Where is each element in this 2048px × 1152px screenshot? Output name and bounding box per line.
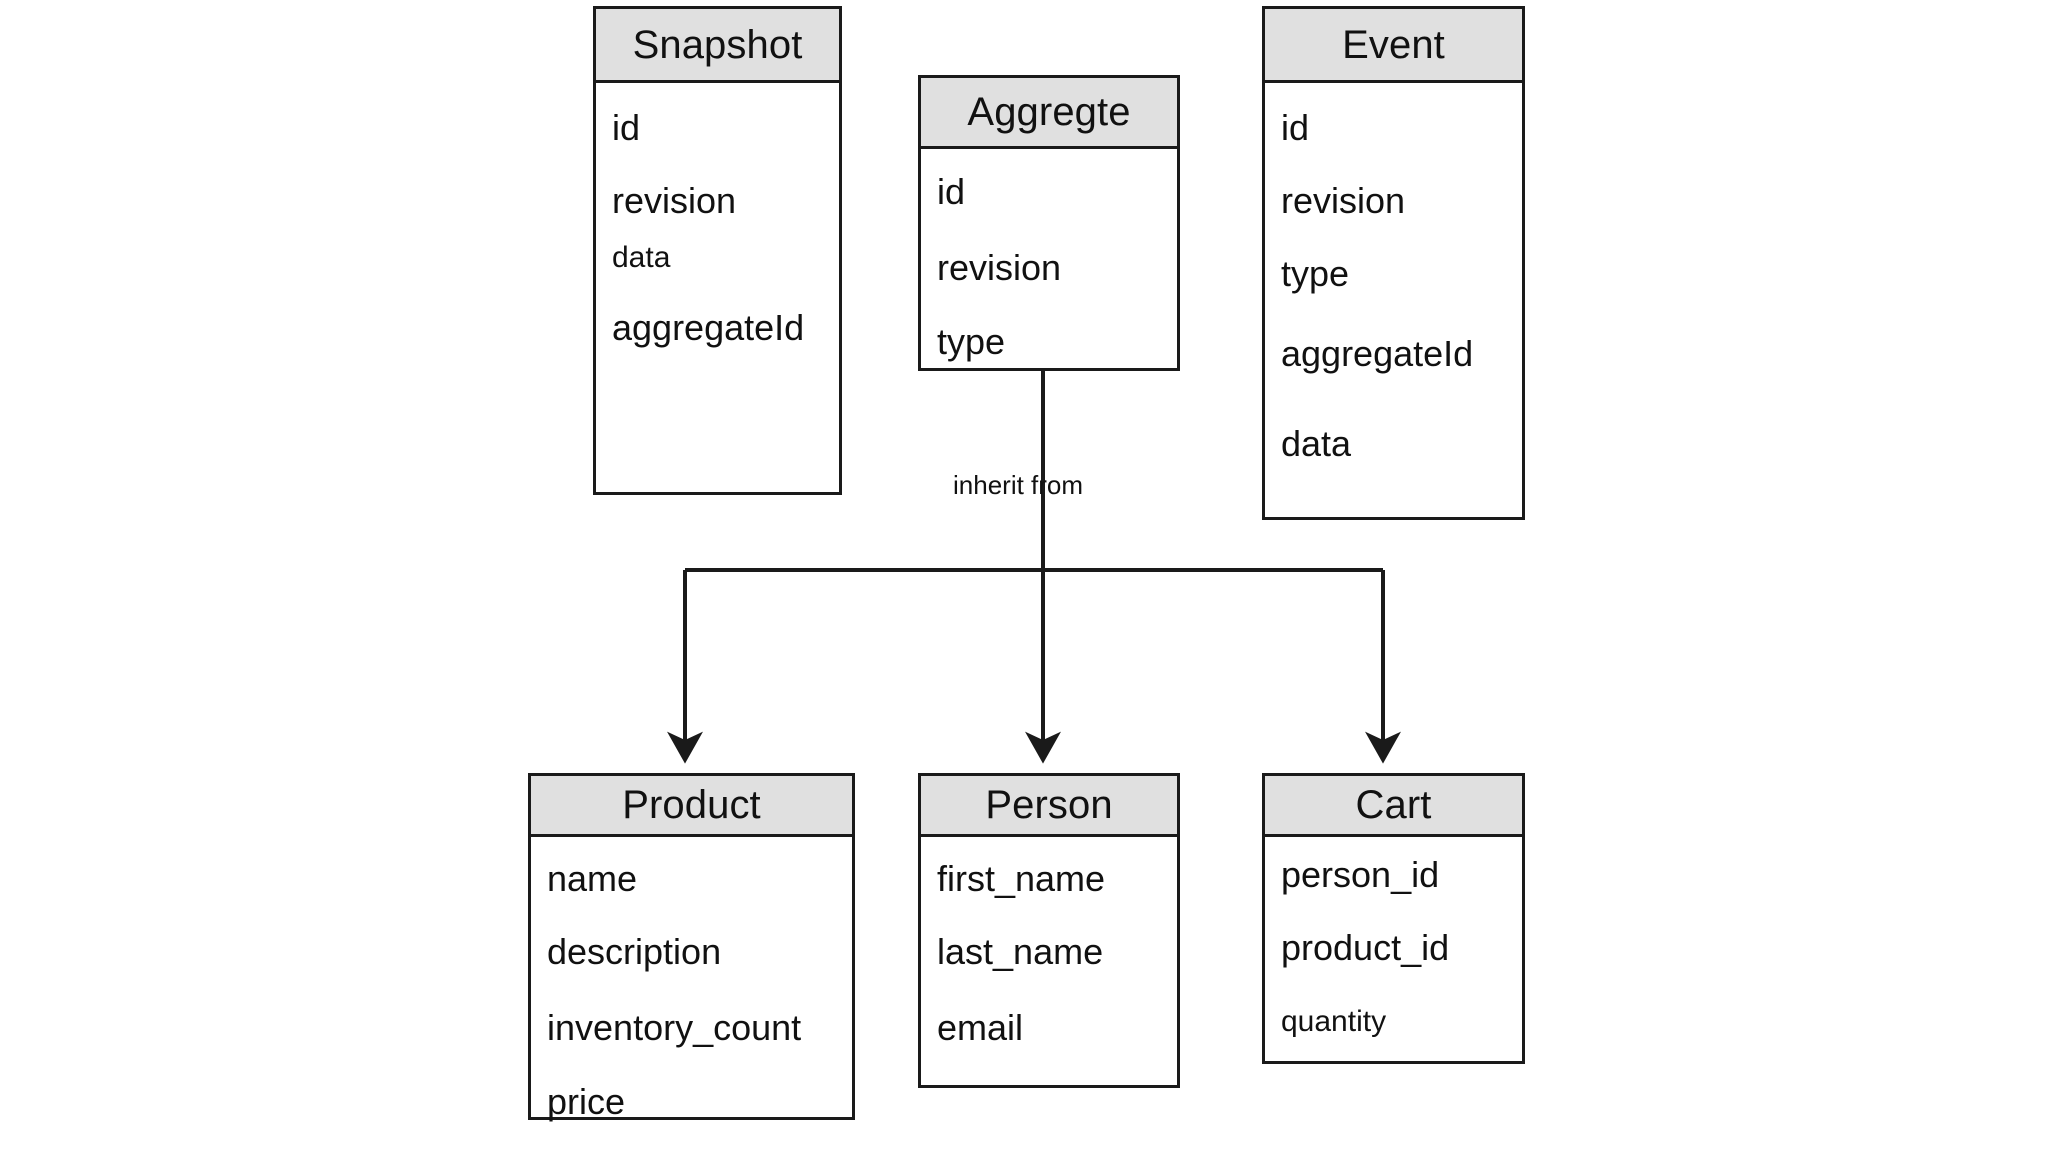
entity-person-title: Person (985, 783, 1113, 827)
field-person-last-name: last_name (937, 931, 1104, 972)
entity-snapshot-title: Snapshot (632, 22, 803, 67)
relationship-label-inherit-from: inherit from (953, 470, 1084, 500)
field-event-type: type (1281, 253, 1350, 294)
entity-person-fields: first_name last_name email (921, 837, 1177, 1085)
field-aggregte-id: id (937, 171, 966, 212)
entity-snapshot[interactable]: Snapshot id revision data aggregateId (593, 6, 842, 495)
entity-product-title: Product (622, 783, 761, 827)
field-snapshot-revision: revision (612, 180, 737, 221)
field-person-email: email (937, 1007, 1024, 1048)
field-person-first-name: first_name (937, 858, 1106, 899)
entity-aggregte-header: Aggregte (921, 78, 1177, 149)
entity-person-header: Person (921, 776, 1177, 837)
field-aggregte-type: type (937, 321, 1006, 362)
field-cart-quantity: quantity (1281, 1005, 1387, 1038)
field-cart-product-id: product_id (1281, 927, 1450, 968)
field-event-id: id (1281, 107, 1310, 148)
field-product-description: description (547, 931, 722, 972)
field-snapshot-id: id (612, 107, 641, 148)
entity-snapshot-header: Snapshot (596, 9, 839, 83)
entity-cart-fields: person_id product_id quantity (1265, 837, 1522, 1061)
field-product-name: name (547, 858, 638, 899)
entity-event[interactable]: Event id revision type aggregateId data (1262, 6, 1525, 520)
entity-event-fields: id revision type aggregateId data (1265, 83, 1522, 517)
entity-cart-header: Cart (1265, 776, 1522, 837)
entity-person[interactable]: Person first_name last_name email (918, 773, 1180, 1088)
field-product-inventory-count: inventory_count (547, 1007, 802, 1048)
entity-cart[interactable]: Cart person_id product_id quantity (1262, 773, 1525, 1064)
field-cart-person-id: person_id (1281, 854, 1440, 895)
entity-snapshot-fields: id revision data aggregateId (596, 83, 839, 492)
entity-product[interactable]: Product name description inventory_count… (528, 773, 855, 1120)
entity-product-header: Product (531, 776, 852, 837)
entity-aggregte-fields: id revision type (921, 149, 1177, 368)
field-event-aggregateid: aggregateId (1281, 333, 1474, 374)
entity-cart-title: Cart (1355, 783, 1432, 827)
entity-event-header: Event (1265, 9, 1522, 83)
entity-product-fields: name description inventory_count price (531, 837, 852, 1122)
field-event-data: data (1281, 423, 1352, 464)
field-snapshot-data: data (612, 241, 671, 274)
field-snapshot-aggregateid: aggregateId (612, 307, 805, 348)
entity-aggregte[interactable]: Aggregte id revision type (918, 75, 1180, 371)
field-product-price: price (547, 1081, 626, 1122)
entity-aggregte-title: Aggregte (967, 90, 1131, 134)
field-event-revision: revision (1281, 180, 1406, 221)
field-aggregte-revision: revision (937, 247, 1062, 288)
entity-event-title: Event (1342, 22, 1445, 67)
